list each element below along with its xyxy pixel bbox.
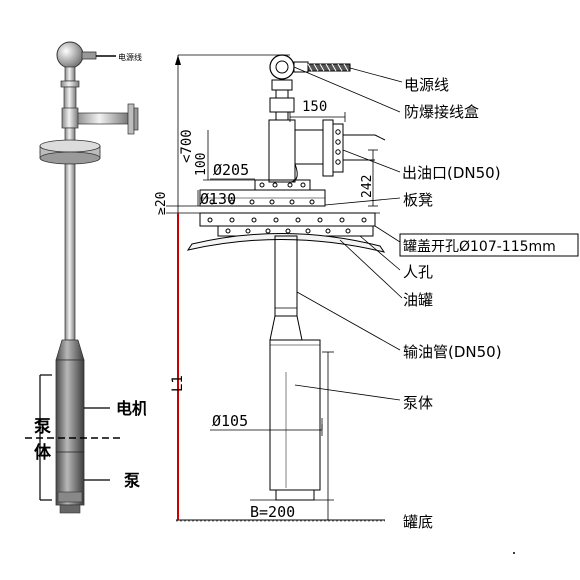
dim-150: 150: [302, 99, 327, 115]
left-cone: [55, 339, 85, 361]
label-oil-pipe: 输油管(DN50): [403, 343, 502, 361]
leader-power-line: [349, 67, 403, 83]
junction-box: [269, 54, 295, 80]
left-tee: [61, 107, 79, 129]
left-upper-pipe: [63, 86, 77, 112]
leader-junction-box: [293, 66, 401, 113]
outlet-tee: [268, 119, 296, 183]
tank-lid-flange: [199, 212, 376, 227]
dim-100: 100: [194, 153, 209, 176]
dim-700: <700: [179, 129, 195, 163]
dim-242: 242: [360, 175, 375, 198]
leader-bench-plate: [324, 197, 401, 206]
leader-oil-pipe: [296, 291, 401, 351]
left-pump-view: 电源线 泵 体 电机: [25, 41, 148, 514]
left-long-pipe: [64, 163, 76, 341]
left-pump-body-label-1: 泵: [34, 417, 51, 437]
tank-roof: [186, 233, 386, 253]
leader-oil-tank: [339, 239, 403, 299]
left-junction-box: [56, 41, 84, 69]
dim-20: ≥20: [154, 192, 169, 215]
outlet-flange: [322, 119, 334, 177]
label-oil-tank: 油罐: [403, 291, 433, 309]
left-motor-label: 电机: [116, 399, 148, 418]
pump-body: [269, 339, 321, 491]
left-pump-label: 泵: [123, 471, 140, 490]
left-pump-body: [55, 359, 85, 506]
label-bench-plate: 板凳: [403, 191, 433, 209]
left-outlet-flange: [127, 103, 135, 135]
label-pump-body: 泵体: [403, 394, 433, 412]
tank-lid-label-box: [399, 233, 579, 257]
left-pump-body-label-2: 体: [34, 442, 52, 463]
left-outlet-pipe: [75, 112, 129, 125]
dim-205: Ø205: [213, 161, 249, 179]
dim-130: Ø130: [200, 190, 236, 208]
label-power-line: 电源线: [404, 76, 449, 94]
leader-pump-body: [294, 384, 401, 401]
label-junction-box: 防爆接线盒: [404, 103, 479, 121]
label-oil-outlet: 出油口(DN50): [402, 164, 501, 182]
leader-oil-outlet: [342, 149, 401, 173]
stray-dot: [513, 552, 515, 554]
power-cable: [307, 63, 351, 72]
leader-manhole: [359, 235, 401, 271]
label-tank-bottom: 罐底: [403, 513, 433, 531]
leader-tank-lid: [374, 225, 401, 243]
left-cable-gland: [81, 51, 97, 60]
oil-pipe: [274, 235, 298, 317]
label-tank-lid-hole: 罐盖开孔Ø107-115mm: [403, 239, 556, 255]
right-pump-view: [166, 54, 579, 522]
label-manhole: 人孔: [403, 263, 433, 281]
dim-B200: B=200: [250, 503, 295, 521]
left-pump-base: [59, 504, 81, 514]
dim-L1: L1: [170, 375, 186, 392]
left-power-line-label: 电源线: [118, 52, 142, 62]
left-coupling: [60, 80, 80, 88]
dim-105: Ø105: [212, 412, 248, 430]
left-neck: [64, 66, 76, 82]
